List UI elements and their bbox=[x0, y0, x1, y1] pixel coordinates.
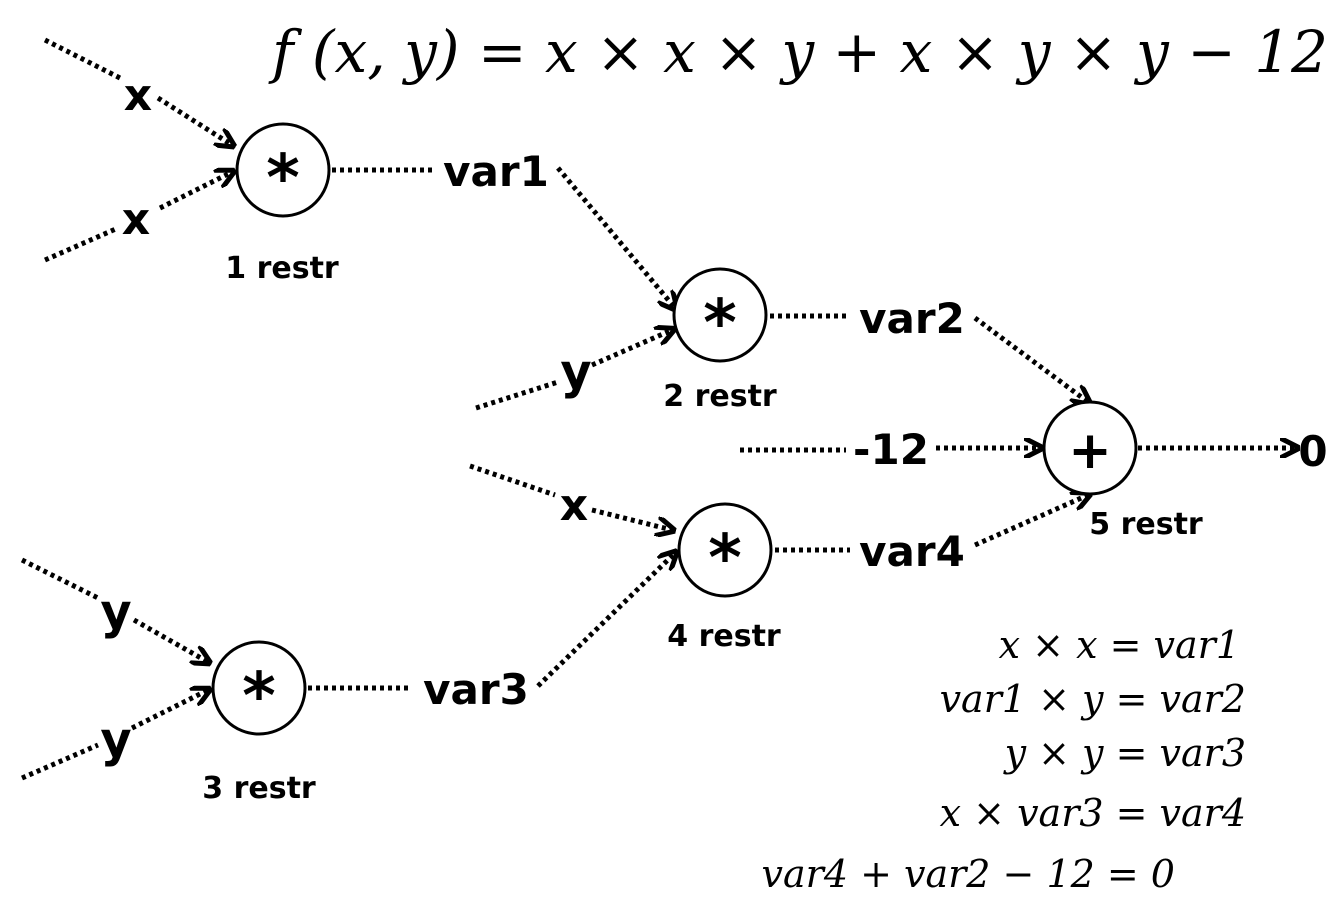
equation-3: y × y = var3 bbox=[1003, 731, 1246, 775]
node-4-circle bbox=[677, 502, 773, 598]
label-const: -12 bbox=[853, 425, 929, 474]
node-5: + 5 restr bbox=[1042, 400, 1203, 542]
edge-n1-in2 bbox=[43, 225, 120, 263]
label-var3: var3 bbox=[423, 665, 529, 714]
node-3: * 3 restr bbox=[202, 640, 316, 806]
node-5-circle bbox=[1042, 400, 1138, 496]
equation-list: x × x = var1 var1 × y = var2 y × y = var… bbox=[762, 623, 1246, 896]
equation-4: x × var3 = var4 bbox=[940, 791, 1246, 835]
label-n1-in1: x bbox=[124, 70, 152, 121]
label-n4-in: x bbox=[560, 480, 588, 531]
node-4-op: * bbox=[708, 522, 741, 596]
equation-1: x × x = var1 bbox=[999, 623, 1240, 667]
node-1-circle bbox=[235, 122, 331, 218]
label-n3-in1: y bbox=[100, 584, 131, 640]
node-2-circle bbox=[672, 267, 768, 363]
node-2-op: * bbox=[703, 287, 736, 361]
edge-n3-in2-arrow bbox=[130, 690, 208, 731]
formula-title: f (x, y) = x × x × y + x × y × y − 12 bbox=[268, 18, 1328, 86]
node-2-restr: 2 restr bbox=[663, 379, 777, 414]
edge-n4-in bbox=[469, 463, 556, 498]
edge-n3-in1-arrow bbox=[132, 617, 208, 662]
node-1: * 1 restr bbox=[225, 122, 339, 286]
edge-n1-in1-arrow bbox=[156, 95, 232, 145]
label-n2-in: y bbox=[560, 344, 591, 400]
node-3-restr: 3 restr bbox=[202, 771, 316, 806]
label-n1-in2: x bbox=[122, 194, 150, 245]
edge-var3-to-n4 bbox=[536, 553, 675, 688]
edge-n1-in2-arrow bbox=[158, 172, 232, 211]
equation-5: var4 + var2 − 12 = 0 bbox=[762, 852, 1175, 896]
edge-n3-in1 bbox=[20, 557, 100, 601]
node-3-op: * bbox=[242, 660, 275, 734]
edge-n3-in2 bbox=[21, 742, 99, 781]
node-2: * 2 restr bbox=[663, 267, 777, 414]
node-1-op: * bbox=[266, 142, 299, 216]
edge-var1-to-n2 bbox=[556, 166, 675, 308]
edge-n4-in-arrow bbox=[591, 507, 672, 530]
node-4: * 4 restr bbox=[667, 502, 781, 654]
node-5-op: + bbox=[1068, 421, 1112, 481]
edge-var4-to-n5 bbox=[973, 495, 1088, 548]
label-var1: var1 bbox=[443, 147, 549, 196]
edge-var2-to-n5 bbox=[973, 315, 1088, 402]
label-n3-in2: y bbox=[100, 712, 131, 768]
node-3-circle bbox=[211, 640, 307, 736]
node-4-restr: 4 restr bbox=[667, 619, 781, 654]
label-result: 0 bbox=[1298, 427, 1327, 476]
edge-n2-in bbox=[475, 379, 559, 411]
edge-n1-in1 bbox=[43, 37, 122, 81]
edge-n2-in-arrow bbox=[590, 330, 672, 368]
equation-2: var1 × y = var2 bbox=[940, 677, 1246, 721]
label-var4: var4 bbox=[859, 527, 965, 576]
node-1-restr: 1 restr bbox=[225, 251, 339, 286]
label-var2: var2 bbox=[859, 294, 965, 343]
node-5-restr: 5 restr bbox=[1089, 507, 1203, 542]
